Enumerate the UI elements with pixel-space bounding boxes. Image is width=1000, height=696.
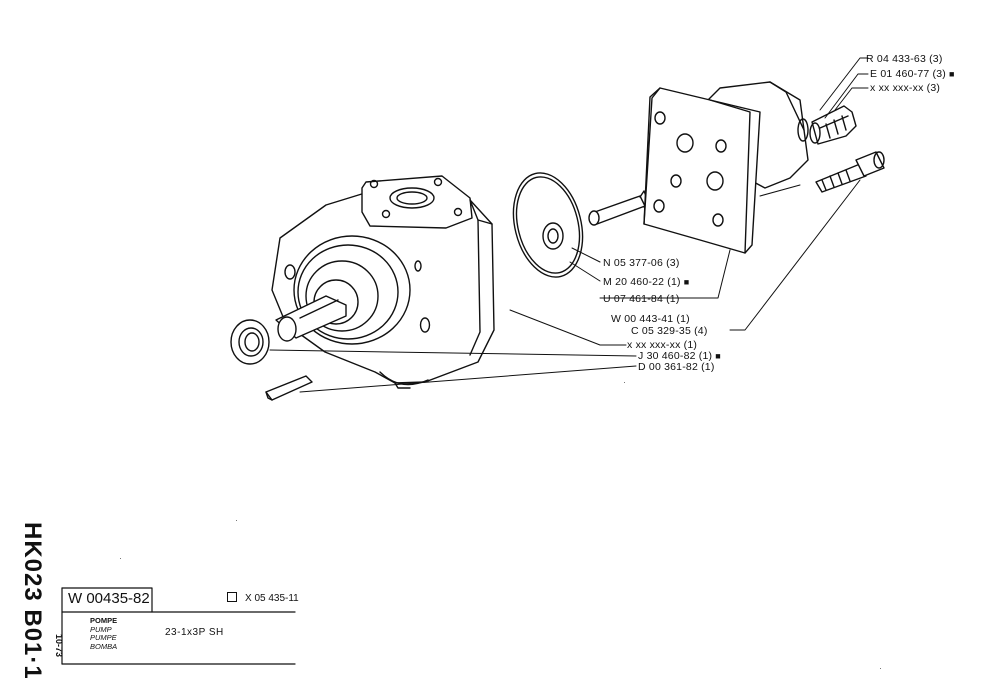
callout-W00443-41: W 00 443-41 (1) (611, 313, 690, 325)
scan-speck (120, 558, 121, 559)
callout-xxx-1: x xx xxx-xx (1) (627, 339, 698, 351)
shaft-key (265, 375, 313, 401)
valve-housing (643, 81, 809, 254)
scan-speck (880, 668, 881, 669)
side-code: HK023 B01·1 10-73 (10, 522, 64, 690)
callout-C05329-35: C 05 329-35 (4) (631, 325, 708, 337)
scan-speck (236, 520, 237, 521)
callout-M20460-22: M 20 460-22 (1)■ (603, 276, 690, 288)
part-names: POMPE PUMP PUMPE BOMBA (90, 616, 118, 651)
callout-E01460-77: E 01 460-77 (3)■ (870, 68, 955, 80)
scan-speck (624, 382, 625, 383)
pump-body (271, 175, 495, 389)
callout-D00361-82: D 00 361-82 (1) (638, 361, 715, 373)
leader-lines (269, 57, 869, 393)
part-name-de: PUMPE (90, 633, 117, 643)
drawing-number: W 00435-82 (68, 590, 150, 607)
callout-N05377-06: N 05 377-06 (3) (603, 257, 680, 269)
callout-R04433-63: R 04 433-63 (3) (866, 53, 943, 65)
callout-U07461-84: U 07 461-84 (1) (603, 293, 680, 305)
part-name-fr: POMPE (90, 616, 118, 625)
part-name-en: PUMP (90, 624, 112, 634)
shaft-seal-ring (230, 319, 270, 365)
reference-number: X 05 435-11 (227, 592, 299, 604)
callout-J30460-82: J 30 460-82 (1)■ (638, 350, 721, 362)
pump-shaft (275, 295, 347, 342)
gasket-disc (512, 172, 584, 278)
page-code: HK023 B01·1 (19, 522, 46, 680)
date-code: 10-73 (54, 634, 64, 658)
title-block-frame (61, 587, 296, 665)
checkbox-square-icon (227, 592, 237, 602)
oring-and-plug (797, 105, 857, 145)
callout-xxx-3: x xx xxx-xx (3) (870, 82, 941, 94)
cap-screw (815, 151, 885, 193)
model-designation: 23-1x3P SH (165, 627, 224, 638)
part-name-es: BOMBA (90, 641, 118, 651)
